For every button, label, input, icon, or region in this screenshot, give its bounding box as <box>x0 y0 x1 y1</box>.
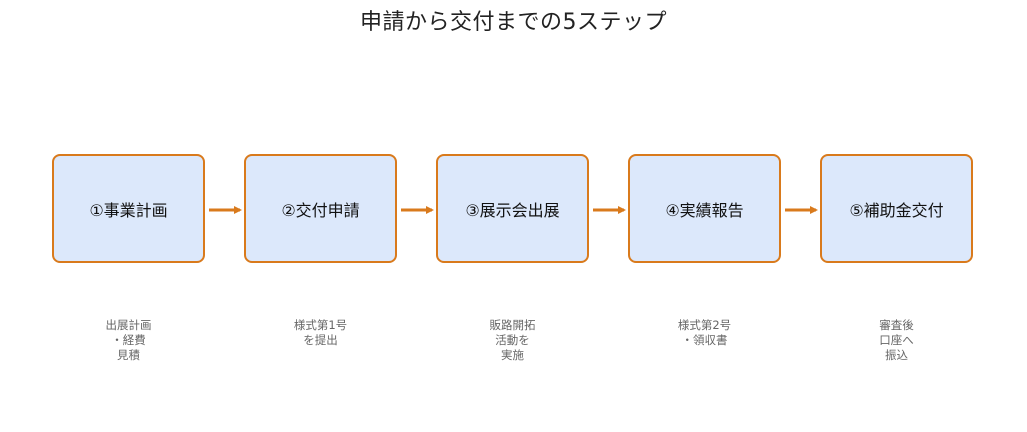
diagram-title: 申請から交付までの5ステップ <box>360 10 667 35</box>
note-line: 見積 <box>117 348 140 362</box>
step-label-5: ⑤補助金交付 <box>849 200 944 220</box>
step-label-1: ①事業計画 <box>89 200 168 220</box>
note-line: ・領収書 <box>681 333 728 347</box>
note-line: 様式第1号 <box>293 318 348 332</box>
note-line: を提出 <box>303 333 338 347</box>
note-line: 販路開拓 <box>489 318 536 332</box>
step-box-4: ④実績報告 <box>628 154 781 263</box>
step-note-4: 様式第2号 ・領収書 <box>628 318 781 348</box>
step-box-1: ①事業計画 <box>52 154 205 263</box>
note-line: 口座へ <box>879 333 914 347</box>
note-line: 実施 <box>501 348 524 362</box>
step-note-3: 販路開拓 活動を 実施 <box>436 318 589 363</box>
note-line: 活動を <box>495 333 530 347</box>
step-note-2: 様式第1号 を提出 <box>244 318 397 348</box>
step-label-4: ④実績報告 <box>665 200 744 220</box>
note-line: 様式第2号 <box>677 318 732 332</box>
step-note-5: 審査後 口座へ 振込 <box>820 318 973 363</box>
note-line: ・経費 <box>111 333 146 347</box>
step-note-1: 出展計画 ・経費 見積 <box>52 318 205 363</box>
step-label-3: ③展示会出展 <box>465 200 560 220</box>
step-box-2: ②交付申請 <box>244 154 397 263</box>
note-line: 振込 <box>885 348 908 362</box>
step-box-5: ⑤補助金交付 <box>820 154 973 263</box>
step-label-2: ②交付申請 <box>281 200 360 220</box>
note-line: 審査後 <box>879 318 914 332</box>
note-line: 出展計画 <box>105 318 152 332</box>
step-box-3: ③展示会出展 <box>436 154 589 263</box>
